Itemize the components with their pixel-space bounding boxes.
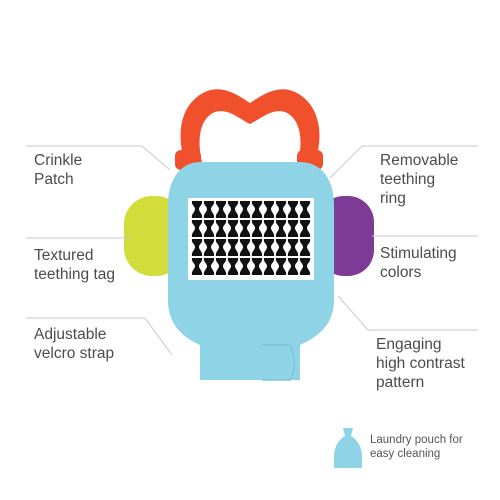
pattern-bone: [287, 220, 299, 237]
label-stimulating-colors: Stimulating colors: [380, 245, 457, 281]
label-crinkle-patch: Crinkle Patch: [34, 152, 83, 188]
pattern-bone: [287, 258, 299, 275]
pattern-bone: [299, 220, 311, 237]
pattern-bone: [191, 220, 203, 237]
pointer-ring: [329, 145, 478, 179]
high-contrast-pattern: [191, 201, 311, 275]
pattern-bone: [239, 220, 251, 237]
label-textured-teething-tag: Textured teething tag: [34, 247, 116, 283]
pattern-bone: [287, 239, 299, 256]
pattern-bone: [251, 220, 263, 237]
teething-ring: [175, 89, 323, 170]
pattern-bone: [203, 258, 215, 275]
pattern-bone: [251, 258, 263, 275]
pattern-bone: [203, 201, 215, 218]
pattern-bone: [215, 220, 227, 237]
pattern-bone: [191, 258, 203, 275]
pattern-bone: [239, 239, 251, 256]
pattern-bone: [263, 201, 275, 218]
label-adjustable-velcro-strap: Adjustable velcro strap: [34, 326, 115, 362]
pattern-bone: [263, 220, 275, 237]
pointer-crinkle: [26, 145, 171, 171]
pointer-lines: [26, 145, 478, 356]
pattern-bone: [227, 258, 239, 275]
pattern-bone: [251, 239, 263, 256]
pattern-bone: [191, 239, 203, 256]
pattern-bone: [275, 201, 287, 218]
pattern-bone: [215, 201, 227, 218]
pattern-bone: [215, 258, 227, 275]
pattern-bone: [299, 239, 311, 256]
pointer-strap: [26, 317, 173, 356]
pattern-bone: [263, 258, 275, 275]
pattern-bone: [191, 201, 203, 218]
pattern-bone: [227, 239, 239, 256]
pointer-pattern: [337, 295, 478, 331]
ring-shape: [180, 89, 320, 170]
pattern-bone: [239, 258, 251, 275]
pattern-bone: [203, 220, 215, 237]
note-laundry-pouch: Laundry pouch for easy cleaning: [370, 434, 463, 460]
pouch-icon: [334, 428, 362, 468]
pattern-bone: [239, 201, 251, 218]
pattern-bone: [275, 220, 287, 237]
pattern-bone: [299, 258, 311, 275]
pattern-bone: [275, 239, 287, 256]
pattern-bone: [227, 201, 239, 218]
pattern-bone: [203, 239, 215, 256]
pattern-bone: [287, 201, 299, 218]
label-high-contrast-pattern: Engaging high contrast pattern: [376, 336, 465, 391]
velcro-strap-seam: [262, 344, 296, 381]
pattern-bone: [299, 201, 311, 218]
pattern-bone: [251, 201, 263, 218]
pattern-bone: [275, 258, 287, 275]
label-removable-teething-ring: Removable teething ring: [380, 152, 459, 207]
pattern-bone: [215, 239, 227, 256]
pattern-bone: [227, 220, 239, 237]
pattern-bone: [263, 239, 275, 256]
